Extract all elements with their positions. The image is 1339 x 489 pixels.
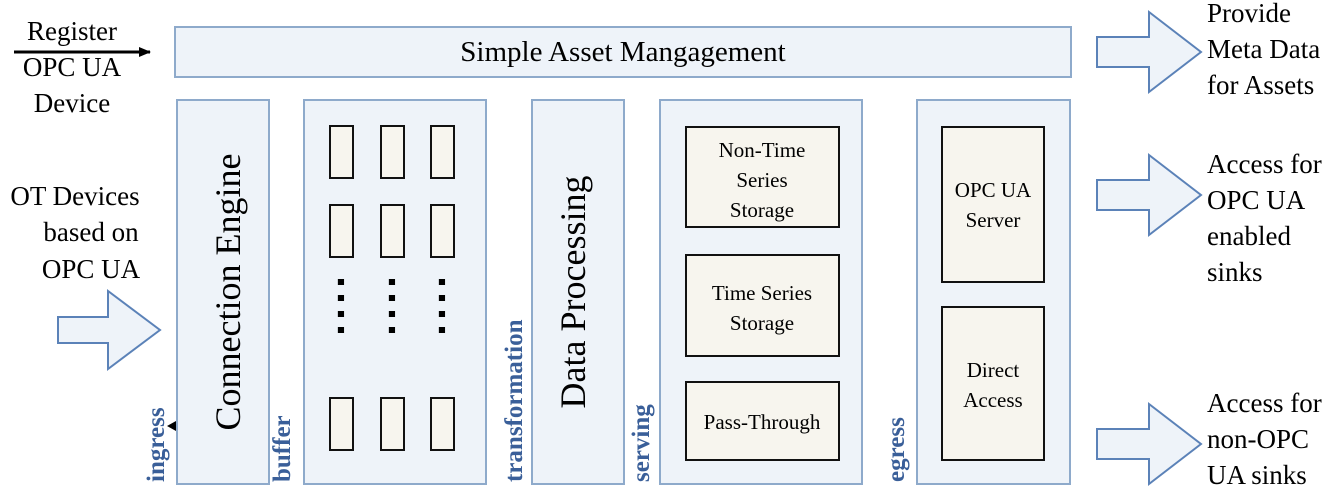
stage-label-serving: serving [628,404,655,482]
data-processing-label: Data Processing [553,176,593,409]
non-opc-ua-sinks-arrow [1096,401,1203,487]
buffer-slot [430,397,455,451]
non-opc-ua-sinks-text: Access for non-OPC UA sinks [1207,388,1322,489]
opc-ua-sinks-line-2: OPC UA [1207,185,1306,215]
non-opc-ua-sinks-line-3: UA sinks [1207,460,1307,489]
buffer-ellipsis-col-1-a: : [334,262,349,311]
stage-label-ingress: ingress [143,407,170,482]
ingress-small-arrowhead [167,421,176,431]
register-line-1: Register [27,16,117,46]
buffer-ellipsis-col-1-b: : [334,294,349,343]
non-time-series-line-1: Non-Time [719,138,806,162]
opc-ua-server-line-1: OPC UA [955,178,1032,202]
opc-ua-sinks-text: Access for OPC UA enabled sinks [1207,149,1322,287]
metadata-line-1: Provide [1207,0,1291,28]
pass-through-box [685,381,840,461]
time-series-line-1: Time Series [712,281,812,305]
direct-access-line-2: Access [963,388,1022,412]
connection-engine-label: Connection Engine [208,154,248,431]
ot-devices-line-3: OPC UA [42,254,141,284]
buffer-ellipsis-col-3-a: : [435,262,450,311]
buffer-slot [329,397,354,451]
register-device-text: Register OPC UA Device [23,16,122,118]
stage-label-buffer: buffer [269,415,296,482]
ot-devices-text: OT Devices based on OPC UA [10,181,140,284]
direct-access-box [941,306,1045,461]
opc-ua-sinks-line-1: Access for [1207,149,1322,179]
stage-label-transformation: transformation [501,319,528,482]
buffer-ellipsis: : : : : : : [334,262,450,343]
non-opc-ua-sinks-line-1: Access for [1207,388,1322,418]
buffer-ellipsis-col-2-a: : [385,262,400,311]
asset-management-panel [174,26,1072,78]
register-line-2: OPC UA [23,52,122,82]
ot-devices-line-1: OT Devices [10,181,139,211]
buffer-slot [329,204,354,258]
stage-label-egress: egress [883,417,910,482]
non-time-series-line-3: Storage [730,198,794,222]
metadata-output-arrow [1096,9,1203,95]
connection-engine-panel [176,99,270,485]
non-time-series-storage-label: Non-Time Series Storage [719,138,806,222]
ot-devices-line-2: based on [43,217,139,247]
metadata-output-text: Provide Meta Data for Assets [1207,0,1320,100]
buffer-ellipsis-col-3-b: : [435,294,450,343]
non-time-series-line-2: Series [736,168,787,192]
metadata-line-2: Meta Data [1207,34,1320,64]
opc-ua-sinks-line-3: enabled [1207,221,1291,251]
metadata-line-3: for Assets [1207,70,1314,100]
asset-management-label: Simple Asset Mangagement [460,36,785,68]
pass-through-label: Pass-Through [704,410,821,434]
opc-ua-server-box [941,126,1045,283]
time-series-line-2: Storage [730,311,794,335]
opc-ua-sinks-line-4: sinks [1207,257,1263,287]
time-series-storage-label: Time Series Storage [712,281,812,335]
buffer-slot [430,125,455,179]
non-opc-ua-sinks-line-2: non-OPC [1207,424,1309,454]
ot-devices-input-arrow [57,289,162,371]
buffer-slot [430,204,455,258]
buffer-slots [329,125,455,451]
opc-ua-server-label: OPC UA Server [955,178,1032,232]
register-line-3: Device [34,88,110,118]
data-processing-panel [531,99,625,485]
buffer-slot [329,125,354,179]
direct-access-label: Direct Access [963,358,1022,412]
direct-access-line-1: Direct [967,358,1020,382]
buffer-slot [380,204,405,258]
buffer-slot [380,397,405,451]
opc-ua-sinks-arrow [1096,152,1203,238]
buffer-slot [380,125,405,179]
time-series-storage-box [685,254,840,357]
buffer-ellipsis-col-2-b: : [385,294,400,343]
non-time-series-storage-box [685,126,840,228]
opc-ua-server-line-2: Server [966,208,1021,232]
